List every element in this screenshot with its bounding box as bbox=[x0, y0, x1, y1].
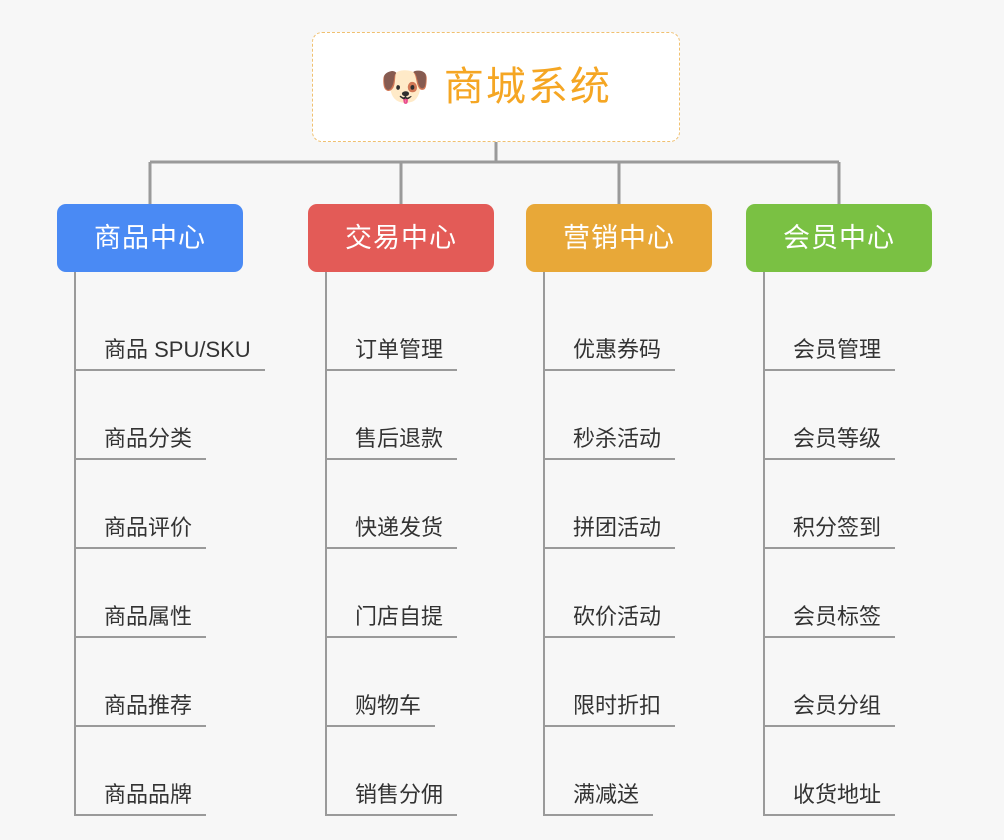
list-item-label: 会员管理 bbox=[793, 336, 882, 362]
root-title: 商城系统 bbox=[443, 65, 612, 109]
list-item[interactable]: 会员标签 bbox=[763, 549, 932, 638]
list-item-label: 商品品牌 bbox=[104, 781, 193, 807]
list-item[interactable]: 优惠券码 bbox=[543, 282, 712, 371]
list-item[interactable]: 满减送 bbox=[543, 727, 712, 816]
category-items-1: 订单管理 售后退款 快递发货 门店自提 购物车 销售分佣 bbox=[325, 272, 494, 816]
column-spine bbox=[74, 272, 76, 816]
list-item-label: 商品属性 bbox=[104, 603, 193, 629]
list-item[interactable]: 快递发货 bbox=[325, 460, 494, 549]
category-items-0: 商品 SPU/SKU 商品分类 商品评价 商品属性 商品推荐 商品品牌 bbox=[74, 272, 265, 816]
list-item-label: 会员分组 bbox=[793, 692, 882, 718]
category-header-label: 商品中心 bbox=[94, 222, 206, 253]
list-item[interactable]: 商品评价 bbox=[74, 460, 265, 549]
list-item-label: 砍价活动 bbox=[573, 603, 662, 629]
list-item-label: 售后退款 bbox=[355, 425, 444, 451]
category-column-3: 会员中心 会员管理 会员等级 积分签到 会员标签 会员分组 收货地址 bbox=[746, 204, 932, 816]
category-header-label: 交易中心 bbox=[345, 222, 457, 253]
list-item-label: 优惠券码 bbox=[573, 336, 662, 362]
category-header-label: 营销中心 bbox=[563, 222, 675, 253]
list-item[interactable]: 会员管理 bbox=[763, 282, 932, 371]
list-item-label: 商品评价 bbox=[104, 514, 193, 540]
list-item[interactable]: 销售分佣 bbox=[325, 727, 494, 816]
list-item[interactable]: 商品品牌 bbox=[74, 727, 265, 816]
list-item-label: 销售分佣 bbox=[355, 781, 444, 807]
list-item-label: 快递发货 bbox=[355, 514, 444, 540]
list-item-label: 限时折扣 bbox=[573, 692, 662, 718]
list-item-label: 商品推荐 bbox=[104, 692, 193, 718]
list-item[interactable]: 商品属性 bbox=[74, 549, 265, 638]
list-item[interactable]: 购物车 bbox=[325, 638, 494, 727]
list-item[interactable]: 售后退款 bbox=[325, 371, 494, 460]
list-item-label: 购物车 bbox=[355, 692, 422, 718]
category-items-3: 会员管理 会员等级 积分签到 会员标签 会员分组 收货地址 bbox=[763, 272, 932, 816]
list-item[interactable]: 商品分类 bbox=[74, 371, 265, 460]
list-item-label: 订单管理 bbox=[355, 336, 444, 362]
column-spine bbox=[543, 272, 545, 816]
list-item[interactable]: 拼团活动 bbox=[543, 460, 712, 549]
list-item[interactable]: 订单管理 bbox=[325, 282, 494, 371]
column-spine bbox=[763, 272, 765, 816]
list-item[interactable]: 门店自提 bbox=[325, 549, 494, 638]
category-items-2: 优惠券码 秒杀活动 拼团活动 砍价活动 限时折扣 满减送 bbox=[543, 272, 712, 816]
list-item[interactable]: 砍价活动 bbox=[543, 549, 712, 638]
list-item-label: 门店自提 bbox=[355, 603, 444, 629]
list-item[interactable]: 商品推荐 bbox=[74, 638, 265, 727]
category-header-2[interactable]: 营销中心 bbox=[526, 204, 712, 272]
list-item[interactable]: 会员分组 bbox=[763, 638, 932, 727]
list-item-label: 秒杀活动 bbox=[573, 425, 662, 451]
category-header-1[interactable]: 交易中心 bbox=[308, 204, 494, 272]
list-item[interactable]: 积分签到 bbox=[763, 460, 932, 549]
list-item[interactable]: 秒杀活动 bbox=[543, 371, 712, 460]
category-header-3[interactable]: 会员中心 bbox=[746, 204, 932, 272]
list-item-label: 商品 SPU/SKU bbox=[104, 336, 251, 362]
list-item[interactable]: 商品 SPU/SKU bbox=[74, 282, 265, 371]
category-header-0[interactable]: 商品中心 bbox=[57, 204, 243, 272]
list-item-label: 积分签到 bbox=[793, 514, 882, 540]
category-column-0: 商品中心 商品 SPU/SKU 商品分类 商品评价 商品属性 商品推荐 商品品牌 bbox=[57, 204, 265, 816]
list-item[interactable]: 会员等级 bbox=[763, 371, 932, 460]
category-header-label: 会员中心 bbox=[783, 222, 895, 253]
list-item[interactable]: 收货地址 bbox=[763, 727, 932, 816]
list-item-label: 商品分类 bbox=[104, 425, 193, 451]
category-column-2: 营销中心 优惠券码 秒杀活动 拼团活动 砍价活动 限时折扣 满减送 bbox=[526, 204, 712, 816]
list-item-label: 会员标签 bbox=[793, 603, 882, 629]
column-spine bbox=[325, 272, 327, 816]
list-item-label: 拼团活动 bbox=[573, 514, 662, 540]
list-item[interactable]: 限时折扣 bbox=[543, 638, 712, 727]
category-column-1: 交易中心 订单管理 售后退款 快递发货 门店自提 购物车 销售分佣 bbox=[308, 204, 494, 816]
dog-face-icon: 🐶 bbox=[380, 64, 430, 110]
root-node[interactable]: 🐶 商城系统 bbox=[312, 32, 680, 142]
list-item-label: 收货地址 bbox=[793, 781, 882, 807]
list-item-label: 满减送 bbox=[573, 781, 640, 807]
list-item-label: 会员等级 bbox=[793, 425, 882, 451]
